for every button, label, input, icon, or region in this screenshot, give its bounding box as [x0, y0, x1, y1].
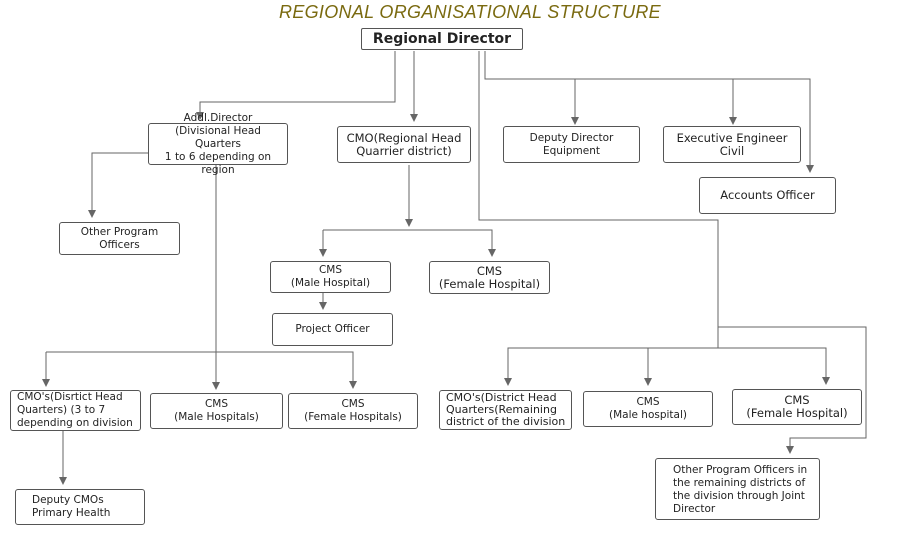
connector-9 [718, 326, 867, 454]
connector-3 [484, 51, 814, 173]
node-cms-male-hospital: CMS (Male Hospital) [270, 261, 391, 293]
node-other-program-officers-remaining: Other Program Officers in the remaining … [655, 458, 820, 520]
node-deputy-director-equipment: Deputy Director Equipment [503, 126, 640, 163]
node-cms-female-hospital-remaining: CMS (Female Hospital) [732, 389, 862, 425]
node-cmos-district-head-quarters: CMO's(Disrtict Head Quarters) (3 to 7 de… [10, 390, 141, 431]
node-deputy-cmos-primary-health: Deputy CMOs Primary Health [15, 489, 145, 525]
node-accounts-officer: Accounts Officer [699, 177, 836, 214]
connector-8 [718, 347, 830, 385]
node-executive-engineer-civil: Executive Engineer Civil [663, 126, 801, 163]
connector-6 [478, 51, 719, 386]
node-project-officer: Project Officer [272, 313, 393, 346]
diagram-title: REGIONAL ORGANISATIONAL STRUCTURE [279, 2, 661, 22]
node-cmo-regional-head-quarters: CMO(Regional Head Quarrier district) [337, 126, 471, 163]
connector-10 [88, 152, 150, 218]
node-cms-female-hospitals: CMS (Female Hospitals) [288, 393, 418, 429]
connector-12 [46, 351, 357, 389]
node-cms-male-hospital-remaining: CMS (Male hospital) [583, 391, 713, 427]
node-cms-female-hospital: CMS (Female Hospital) [429, 261, 550, 294]
node-cms-male-hospitals: CMS (Male Hospitals) [150, 393, 283, 429]
connector-1 [196, 51, 396, 120]
node-cmos-remaining-districts: CMO's(District Head Quarters(Remaining d… [439, 390, 572, 430]
connector-16 [323, 229, 496, 257]
node-other-program-officers: Other Program Officers [59, 222, 180, 255]
node-regional-director: Regional Director [361, 28, 523, 50]
node-addl-director: Addl.Director (Divisional Head Quarters … [148, 112, 288, 176]
